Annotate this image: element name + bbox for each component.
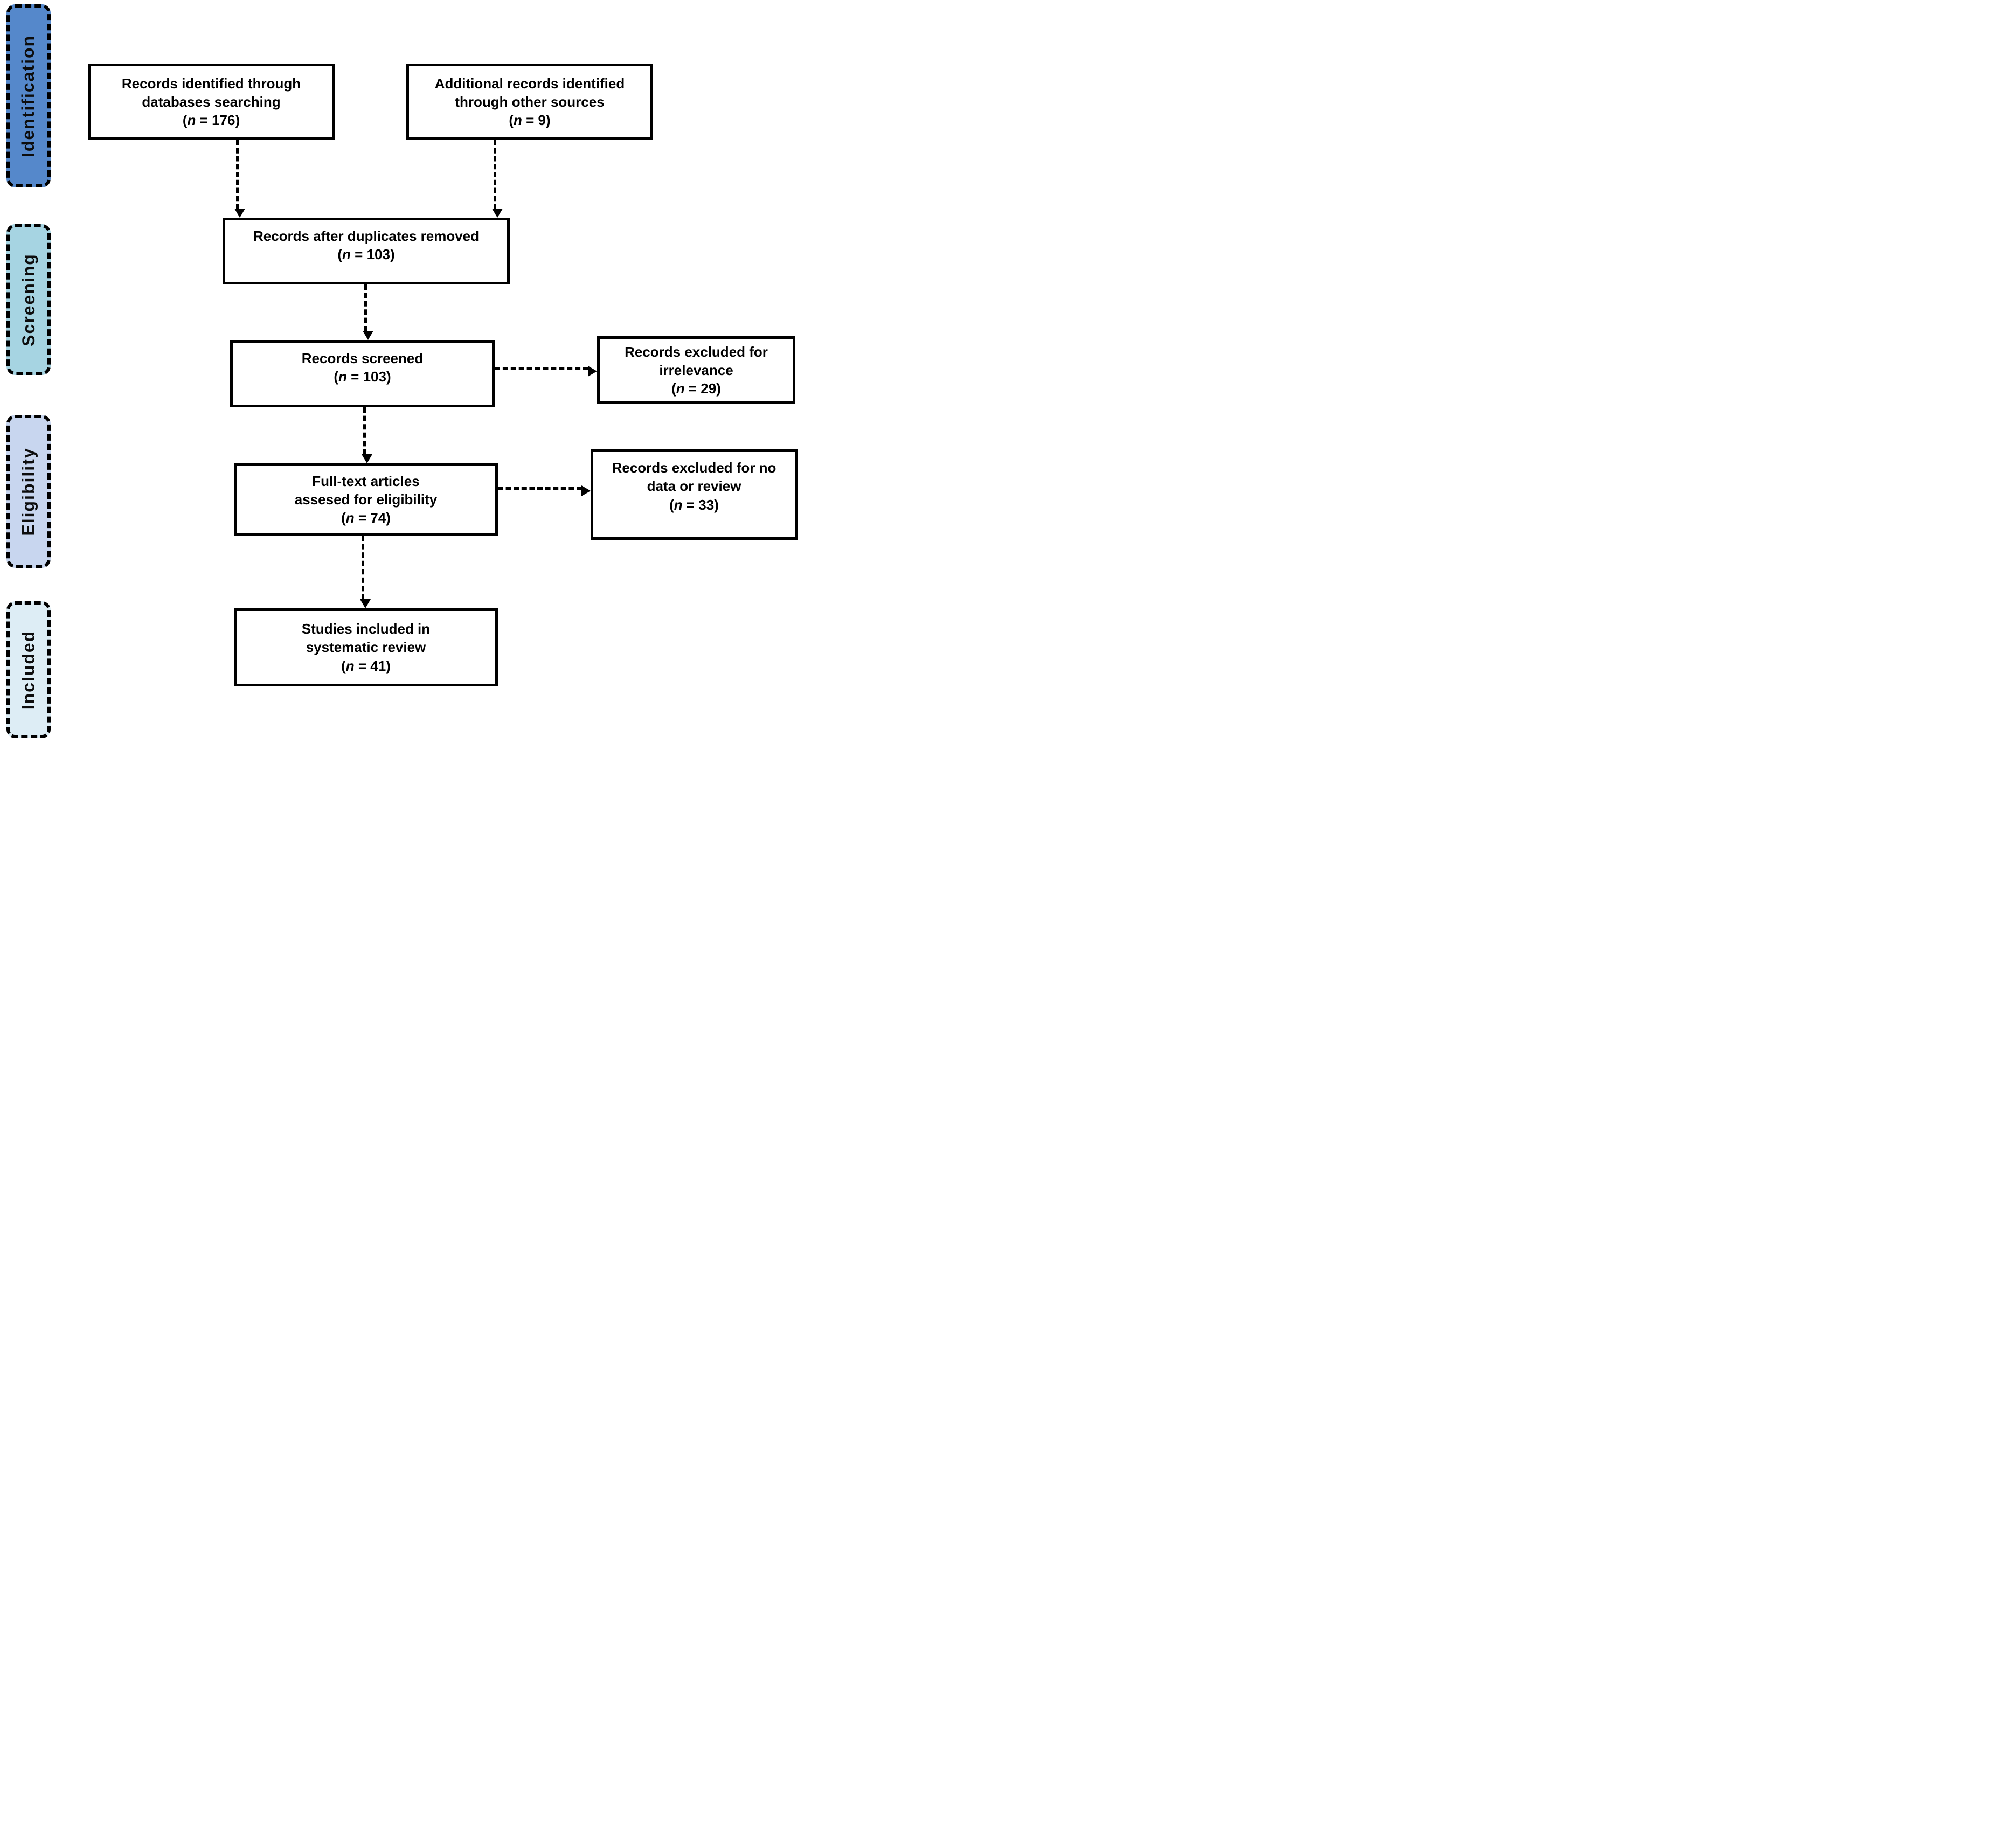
box-excluded-no-data: Records excluded for no data or review (… [591, 449, 798, 540]
box-duplicates-removed-label: Records after duplicates removed [253, 228, 480, 244]
box-duplicates-removed: Records after duplicates removed (n = 10… [223, 218, 510, 284]
box-additional-records-label: Additional records identified through ot… [434, 75, 625, 110]
arrow-fulltext-to-excluded [498, 485, 591, 496]
box-excluded-no-data-count: (n = 33) [669, 496, 719, 513]
box-fulltext-assessed-count: (n = 74) [341, 510, 391, 526]
arrow-duplicates-to-screened [363, 284, 373, 340]
box-duplicates-removed-count: (n = 103) [337, 246, 395, 263]
stage-label-included: Included [6, 601, 51, 738]
box-records-screened-label: Records screened [301, 350, 424, 366]
box-studies-included: Studies included in systematic review (n… [234, 608, 498, 686]
stage-label-included-text: Included [18, 630, 38, 710]
box-excluded-irrelevance-count: (n = 29) [671, 380, 721, 397]
arrow-fulltext-to-included [360, 536, 371, 608]
stage-label-eligibility: Eligibility [6, 415, 51, 568]
box-excluded-irrelevance-label: Records excluded for irrelevance [625, 343, 768, 378]
box-excluded-no-data-label: Records excluded for no data or review [612, 460, 776, 495]
box-records-screened: Records screened (n = 103) [230, 340, 495, 407]
box-additional-records: Additional records identified through ot… [406, 64, 653, 140]
box-records-screened-count: (n = 103) [334, 369, 391, 385]
box-fulltext-assessed-label: Full-text articles assesed for eligibili… [294, 473, 438, 508]
arrow-screened-to-excluded [495, 366, 597, 377]
box-fulltext-assessed: Full-text articles assesed for eligibili… [234, 463, 498, 536]
stage-label-screening: Screening [6, 224, 51, 375]
box-studies-included-count: (n = 41) [341, 657, 391, 674]
stage-label-screening-text: Screening [18, 253, 38, 346]
prisma-flow-diagram: Identification Screening Eligibility Inc… [0, 0, 802, 739]
stage-label-identification-text: Identification [18, 34, 38, 157]
box-additional-records-count: (n = 9) [509, 112, 551, 129]
arrow-screened-to-fulltext [362, 407, 372, 463]
stage-label-eligibility-text: Eligibility [18, 447, 38, 536]
arrow-additional-to-duplicates [492, 140, 503, 218]
box-excluded-irrelevance: Records excluded for irrelevance (n = 29… [597, 336, 795, 404]
arrow-identified-to-duplicates [234, 140, 245, 218]
box-records-identified-label: Records identified through databases sea… [121, 75, 301, 110]
stage-label-identification: Identification [6, 4, 51, 187]
box-records-identified-count: (n = 176) [182, 112, 240, 129]
box-studies-included-label: Studies included in systematic review [301, 621, 431, 656]
box-records-identified: Records identified through databases sea… [88, 64, 335, 140]
